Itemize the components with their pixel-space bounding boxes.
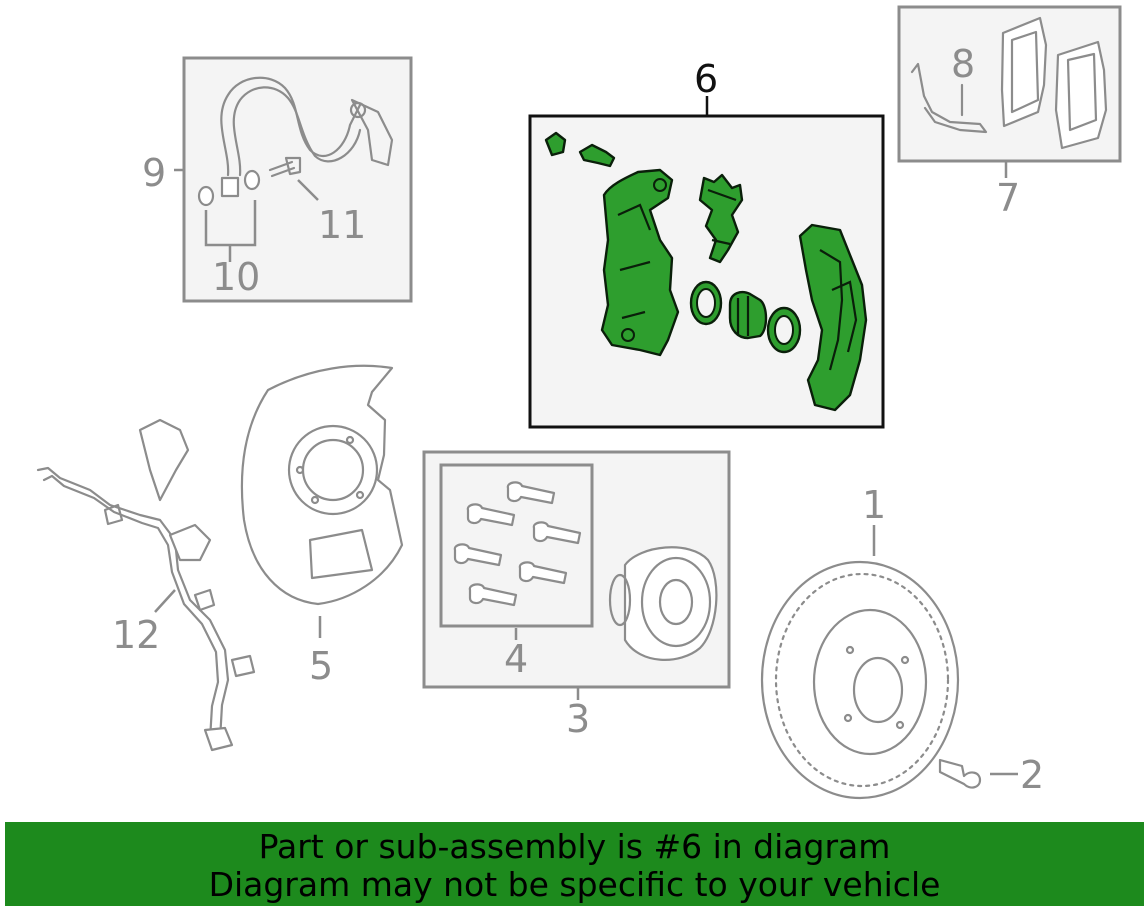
callout-3: 3: [566, 697, 590, 741]
banjo-bolt: [268, 156, 302, 178]
rotor-group: 1 2: [760, 483, 1044, 800]
hub-bearing: [608, 546, 718, 661]
wheel-studs: [453, 481, 582, 607]
info-banner: Part or sub-assembly is #6 in diagram Di…: [5, 822, 1144, 906]
bleeder-cap: [544, 131, 567, 157]
callout-5: 5: [309, 644, 333, 688]
brake-pad-group: 7 8: [897, 5, 1122, 220]
brake-hose: [220, 76, 362, 177]
callout-10: 10: [212, 255, 260, 299]
wheel-speed-sensor-group: 12: [36, 418, 256, 752]
wear-sensor: [910, 62, 988, 134]
callout-11: 11: [318, 203, 366, 247]
callout-1: 1: [862, 483, 886, 527]
callout-2: 2: [1020, 753, 1044, 797]
bleeder-screw: [578, 143, 616, 168]
caliper-bracket: [600, 168, 680, 357]
pad-clip: [698, 173, 744, 264]
caliper-assembly-group: 6: [528, 57, 885, 429]
callout-8: 8: [951, 42, 975, 86]
callout-7: 7: [996, 176, 1020, 220]
rotor-screw: [938, 758, 982, 789]
brake-hose-group: 9 10 11: [142, 56, 413, 303]
callout-4: 4: [504, 637, 528, 681]
callout-6: 6: [694, 57, 718, 101]
inner-pad: [1000, 16, 1048, 128]
caliper-housing: [798, 223, 868, 412]
splash-shield-group: 5: [240, 364, 404, 688]
brake-rotor: [760, 560, 960, 800]
splash-shield: [240, 364, 404, 606]
banner-line-2: Diagram may not be specific to your vehi…: [208, 865, 941, 904]
callout-9: 9: [142, 151, 166, 195]
wheel-speed-sensor: [36, 466, 230, 742]
washer: [197, 185, 215, 207]
callout-12: 12: [112, 613, 160, 657]
banner-line-1: Part or sub-assembly is #6 in diagram: [258, 827, 891, 866]
hub-group: 4 3: [422, 450, 731, 741]
